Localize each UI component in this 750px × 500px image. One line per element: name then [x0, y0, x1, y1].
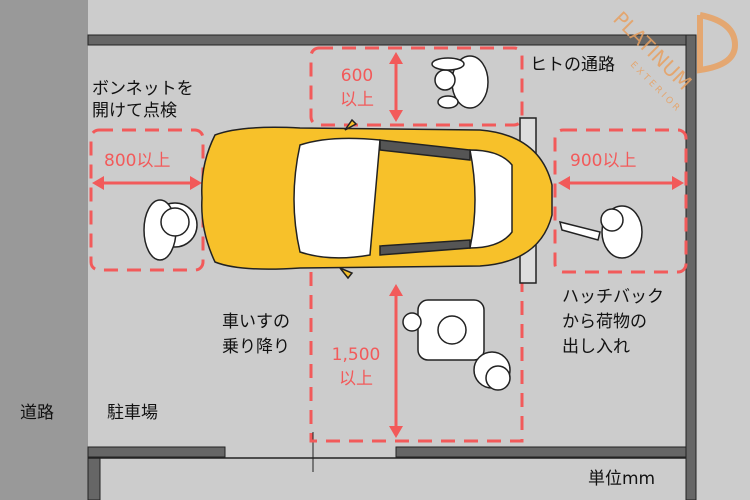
wheelchair-label: 車いすの 乗り降り	[222, 312, 290, 357]
dimension-arrows	[92, 52, 684, 438]
platinum-logo	[697, 12, 739, 74]
bonnet-label: ボンネットを 開けて点検	[92, 79, 194, 121]
road-label: 道路	[20, 403, 54, 423]
parking-label: 駐車場	[107, 403, 158, 423]
walkway-label: ヒトの通路	[530, 55, 615, 75]
dim-rear: 900以上	[570, 151, 637, 171]
dim-front: 800以上	[104, 151, 171, 171]
road	[0, 0, 88, 500]
unit-label: 単位mm	[588, 469, 656, 489]
dim-side-top: 600 以上	[340, 66, 374, 110]
dim-side-bottom: 1,500 以上	[331, 345, 381, 389]
people	[143, 55, 643, 391]
car	[201, 117, 553, 284]
hatchback-label: ハッチバック から荷物の 出し入れ	[562, 287, 664, 357]
